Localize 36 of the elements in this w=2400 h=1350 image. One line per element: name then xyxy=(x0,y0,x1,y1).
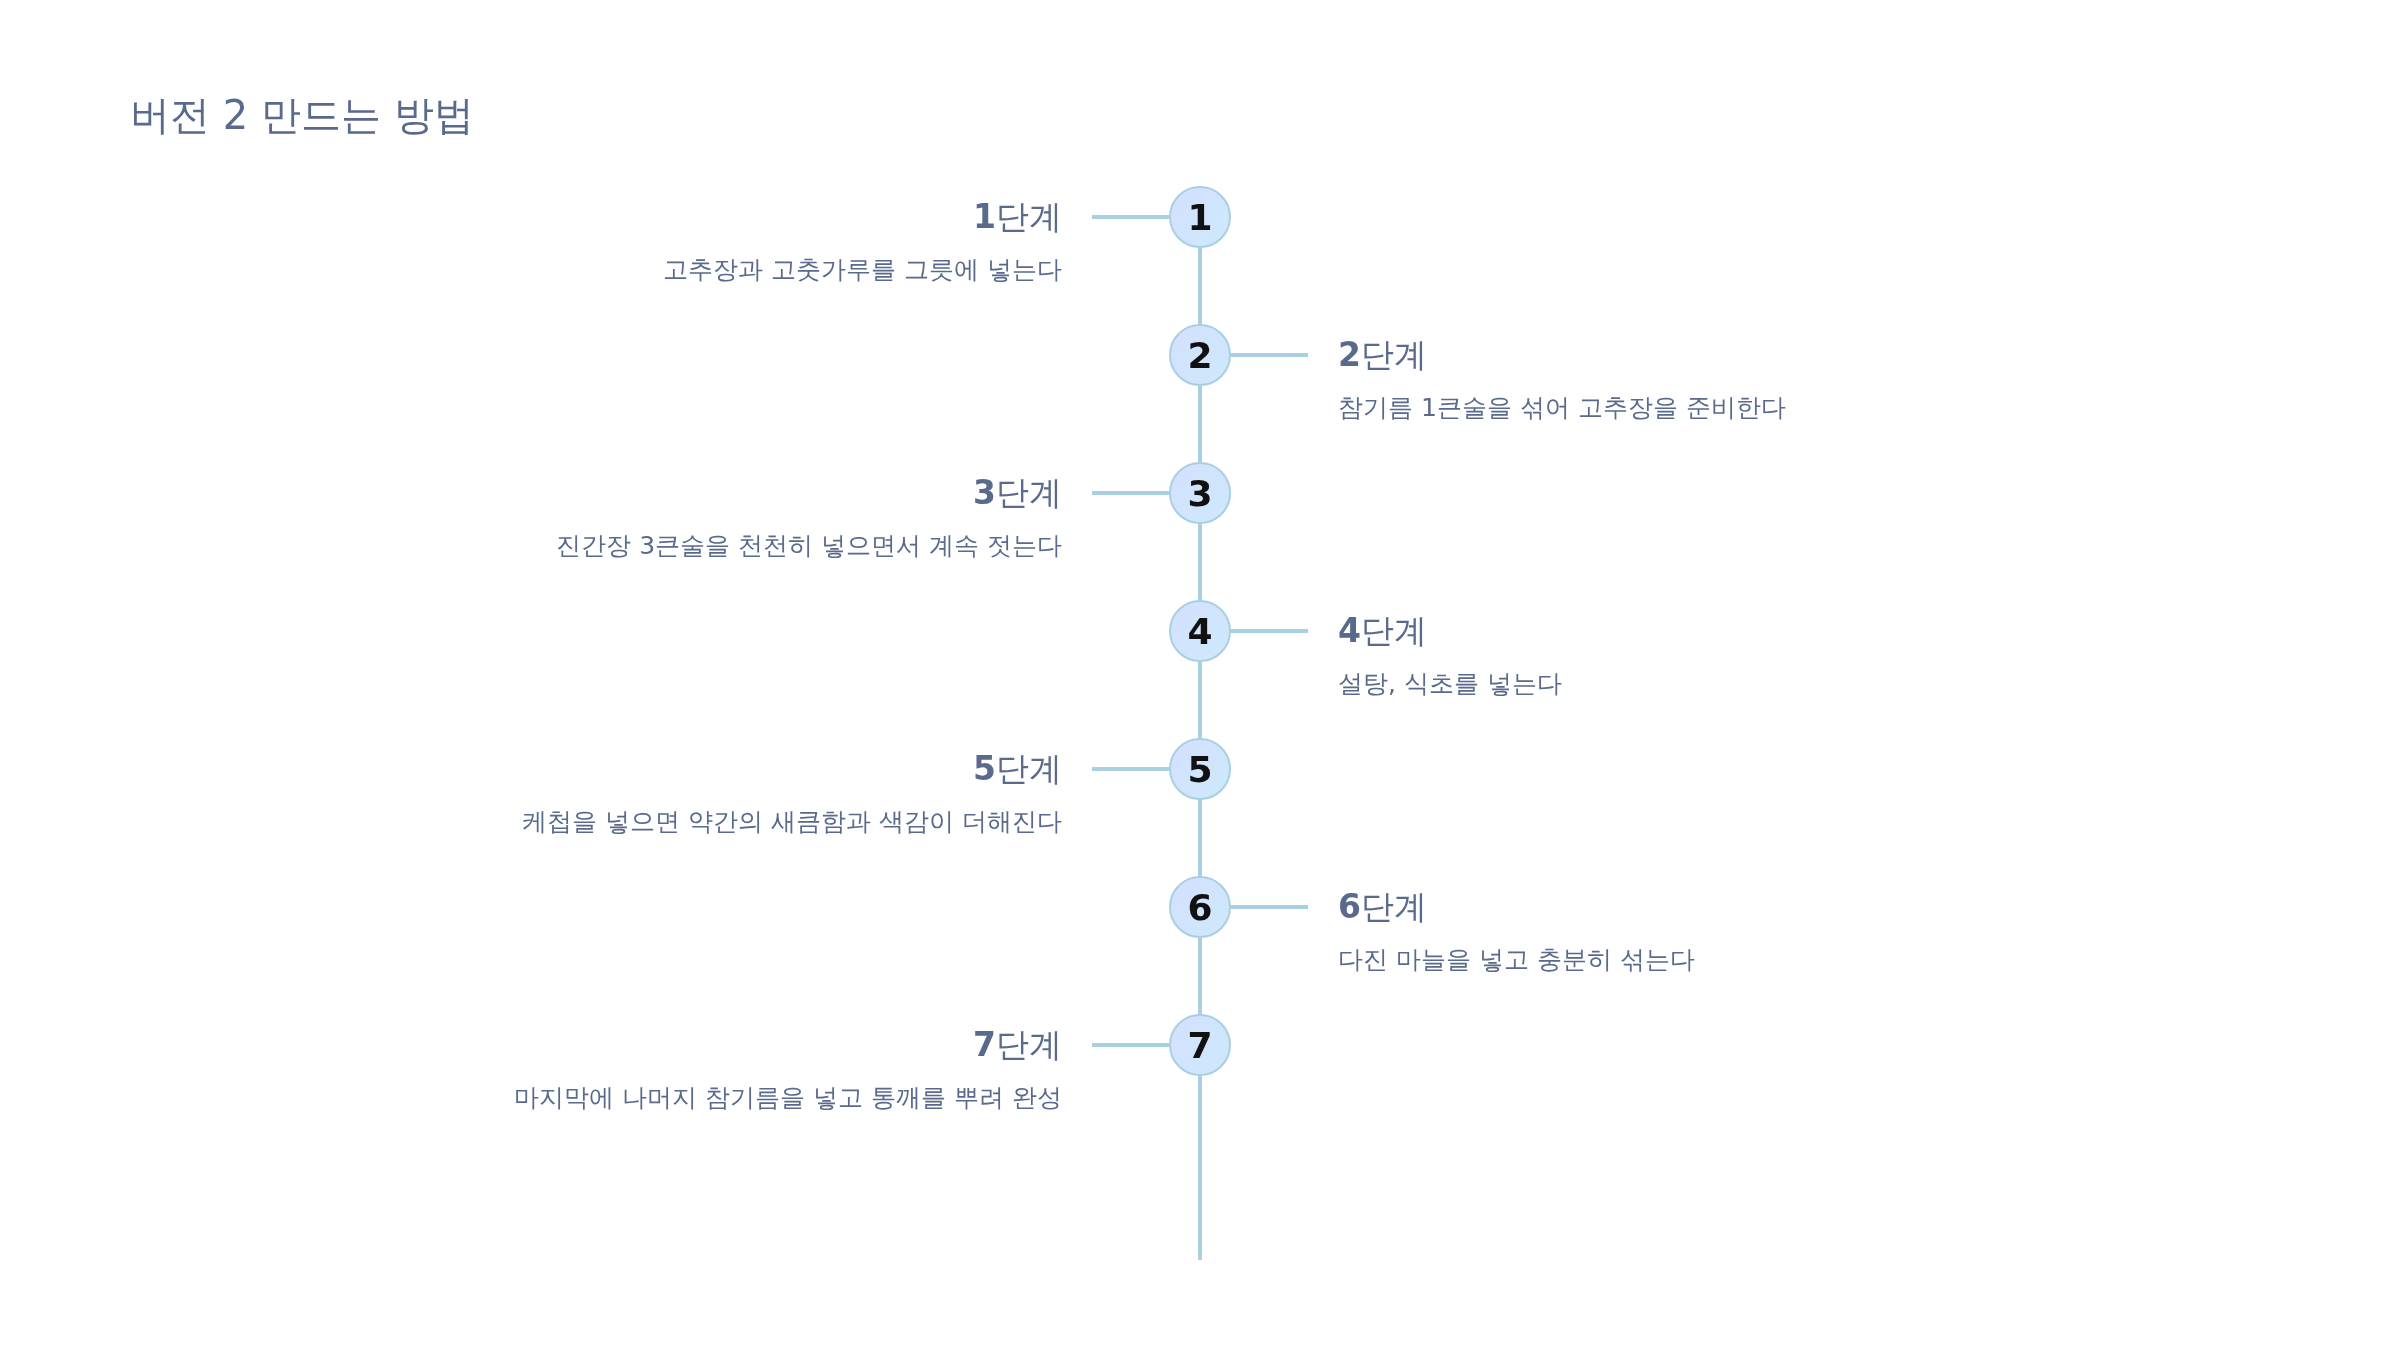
step-number-circle: 4 xyxy=(1169,600,1231,662)
step-description: 마지막에 나머지 참기름을 넣고 통깨를 뿌려 완성 xyxy=(514,1082,1062,1114)
step-description: 케첩을 넣으면 약간의 새큼함과 색감이 더해진다 xyxy=(522,806,1062,838)
connector-line xyxy=(1231,353,1308,357)
diagram-title: 버전 2 만드는 방법 xyxy=(130,91,474,140)
step-heading: 1단계 xyxy=(973,196,1062,238)
step-heading: 2단계 xyxy=(1338,334,1427,376)
connector-line xyxy=(1092,215,1169,219)
step-number-circle: 1 xyxy=(1169,186,1231,248)
step-description: 설탕, 식초를 넣는다 xyxy=(1338,668,1562,700)
step-description: 고추장과 고춧가루를 그릇에 넣는다 xyxy=(663,254,1062,286)
connector-line xyxy=(1198,800,1202,876)
timeline-line xyxy=(1198,1076,1202,1260)
step-number-circle: 2 xyxy=(1169,324,1231,386)
connector-line xyxy=(1231,629,1308,633)
connector-line xyxy=(1092,767,1169,771)
step-description: 다진 마늘을 넣고 충분히 섞는다 xyxy=(1338,944,1695,976)
step-description: 진간장 3큰술을 천천히 넣으면서 계속 젓는다 xyxy=(556,530,1062,562)
step-number-circle: 6 xyxy=(1169,876,1231,938)
step-description: 참기름 1큰술을 섞어 고추장을 준비한다 xyxy=(1338,392,1786,424)
connector-line xyxy=(1198,662,1202,738)
step-number-circle: 5 xyxy=(1169,738,1231,800)
connector-line xyxy=(1198,386,1202,462)
connector-line xyxy=(1231,905,1308,909)
connector-line xyxy=(1198,938,1202,1014)
connector-line xyxy=(1092,491,1169,495)
step-heading: 7단계 xyxy=(973,1024,1062,1066)
step-number-circle: 3 xyxy=(1169,462,1231,524)
step-heading: 3단계 xyxy=(973,472,1062,514)
connector-line xyxy=(1198,248,1202,324)
connector-line xyxy=(1198,524,1202,600)
step-number-circle: 7 xyxy=(1169,1014,1231,1076)
connector-line xyxy=(1092,1043,1169,1047)
step-heading: 5단계 xyxy=(973,748,1062,790)
step-heading: 6단계 xyxy=(1338,886,1427,928)
step-heading: 4단계 xyxy=(1338,610,1427,652)
